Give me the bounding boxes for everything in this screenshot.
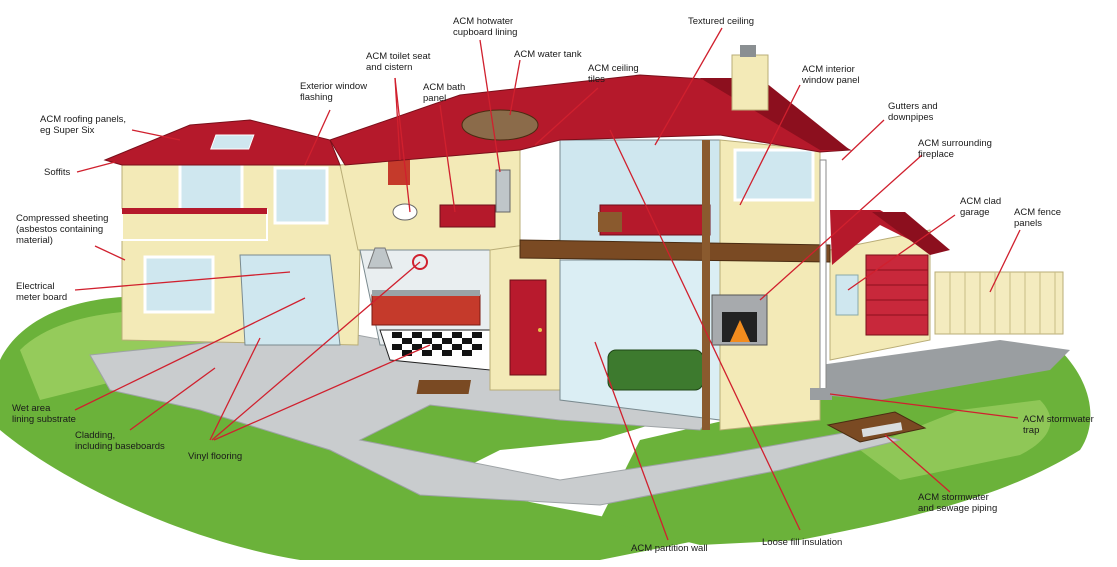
label-hotwater-lining: ACM hotwater cupboard lining bbox=[453, 16, 517, 38]
label-vinyl-flooring: Vinyl flooring bbox=[188, 451, 242, 462]
label-exterior-flashing: Exterior window flashing bbox=[300, 81, 367, 103]
label-roofing-panels: ACM roofing panels, eg Super Six bbox=[40, 114, 126, 136]
label-water-tank: ACM water tank bbox=[514, 49, 582, 60]
label-bath-panel: ACM bath panel bbox=[423, 82, 465, 104]
label-partition-wall: ACM partition wall bbox=[631, 543, 708, 554]
label-toilet-cistern: ACM toilet seat and cistern bbox=[366, 51, 430, 73]
water-tank bbox=[462, 110, 538, 140]
label-ceiling-tiles: ACM ceiling tiles bbox=[588, 63, 639, 85]
label-wet-area: Wet area lining substrate bbox=[12, 403, 76, 425]
kitchen-cabinets bbox=[372, 295, 480, 325]
label-cladding: Cladding, including baseboards bbox=[75, 430, 165, 452]
garage-door bbox=[866, 255, 928, 335]
label-interior-window-panel: ACM interior window panel bbox=[802, 64, 860, 86]
front-door bbox=[510, 280, 546, 375]
label-stormwater-trap: ACM stormwater trap bbox=[1023, 414, 1094, 436]
label-stormwater-piping: ACM stormwater and sewage piping bbox=[918, 492, 997, 514]
label-electrical-meter: Electrical meter board bbox=[16, 281, 67, 303]
label-fence-panels: ACM fence panels bbox=[1014, 207, 1061, 229]
label-surrounding-fireplace: ACM surrounding fireplace bbox=[918, 138, 992, 160]
chimney bbox=[732, 55, 768, 110]
label-loose-fill: Loose fill insulation bbox=[762, 537, 842, 548]
fence bbox=[935, 272, 1063, 334]
label-compressed-sheeting: Compressed sheeting (asbestos containing… bbox=[16, 213, 108, 246]
label-soffits: Soffits bbox=[44, 167, 70, 178]
label-clad-garage: ACM clad garage bbox=[960, 196, 1001, 218]
door-mat bbox=[417, 380, 471, 394]
label-textured-ceiling: Textured ceiling bbox=[688, 16, 754, 27]
skylight bbox=[211, 135, 254, 149]
sofa bbox=[608, 350, 703, 390]
garage bbox=[830, 210, 950, 360]
label-gutters: Gutters and downpipes bbox=[888, 101, 938, 123]
bath bbox=[440, 205, 495, 227]
